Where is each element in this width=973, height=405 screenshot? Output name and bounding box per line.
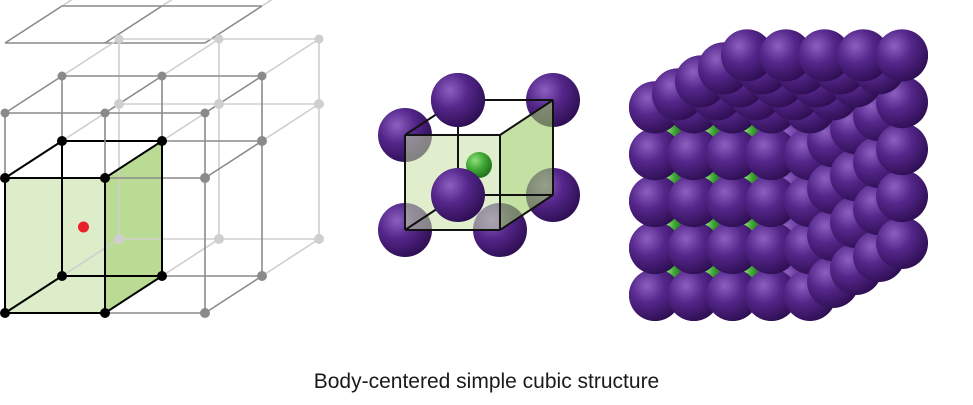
lattice-line <box>261 238 320 277</box>
unit-cell-atoms <box>378 73 580 257</box>
lattice-line <box>204 140 263 179</box>
lattice-point <box>200 308 210 318</box>
lattice-point <box>214 34 224 44</box>
large-atom <box>798 29 851 82</box>
lattice-point <box>100 108 110 118</box>
body-center-point <box>78 221 89 233</box>
lattice-point <box>257 136 267 146</box>
lattice-line <box>61 38 120 77</box>
crystal-packing <box>629 29 929 321</box>
large-atom <box>706 269 759 321</box>
lattice-line <box>4 75 63 114</box>
lattice-point <box>0 308 10 318</box>
lattice-point <box>114 99 124 109</box>
large-atom <box>745 128 798 181</box>
large-atom <box>629 269 681 321</box>
large-atom <box>721 29 773 82</box>
lattice-point <box>157 136 167 146</box>
lattice-point <box>314 34 324 44</box>
lattice-point <box>57 71 67 81</box>
lattice-point <box>100 173 110 183</box>
lattice-line <box>4 275 63 314</box>
lattice-point <box>214 99 224 109</box>
figure-caption: Body-centered simple cubic structure <box>313 370 660 393</box>
lattice-line <box>61 238 120 277</box>
lattice-line <box>261 38 320 77</box>
large-atom <box>667 269 720 321</box>
large-atom <box>629 175 681 228</box>
lattice-point <box>214 234 224 244</box>
unit-cell-side-face <box>500 100 553 230</box>
lattice-point <box>114 234 124 244</box>
lattice-line <box>104 75 163 114</box>
lattice-point <box>100 308 110 318</box>
large-atom <box>706 175 759 228</box>
lattice-point <box>157 271 167 281</box>
lattice-point <box>0 173 10 183</box>
lattice-line <box>104 5 163 44</box>
lattice-line <box>161 0 173 7</box>
lattice-line <box>61 0 73 7</box>
large-atom <box>759 29 812 82</box>
lattice-point <box>200 173 210 183</box>
lattice-line <box>261 103 320 142</box>
lattice-line <box>4 5 63 44</box>
lattice-line <box>161 38 220 77</box>
lattice-line <box>204 275 263 314</box>
large-atom <box>667 175 720 228</box>
corner-atom <box>431 73 485 127</box>
large-atom <box>706 222 759 275</box>
large-atom <box>629 222 681 275</box>
lattice-line <box>104 275 163 314</box>
lattice-line <box>261 0 273 7</box>
lattice-diagram <box>0 0 324 318</box>
lattice-point <box>57 271 67 281</box>
lattice-line <box>4 140 63 179</box>
corner-atom <box>431 168 485 222</box>
lattice-point <box>0 108 10 118</box>
lattice-point <box>114 34 124 44</box>
lattice-point <box>57 136 67 146</box>
large-atom <box>876 123 929 176</box>
unit-cell-edge <box>499 99 554 136</box>
large-atom <box>667 128 720 181</box>
lattice-point <box>314 234 324 244</box>
lattice-point <box>314 99 324 109</box>
unit-cell-front-face <box>5 178 105 313</box>
lattice-line <box>204 75 263 114</box>
lattice-line <box>104 140 163 179</box>
large-atom <box>876 217 929 269</box>
unit-cell-edge <box>499 194 554 231</box>
large-atom <box>837 29 890 82</box>
large-atom <box>629 128 681 181</box>
lattice-point <box>257 271 267 281</box>
lattice-point <box>257 71 267 81</box>
large-atom <box>745 175 798 228</box>
lattice-line <box>204 5 263 44</box>
large-atom <box>876 170 929 223</box>
large-atom <box>745 222 798 275</box>
lattice-point <box>157 71 167 81</box>
large-atom <box>876 29 929 82</box>
lattice-line <box>161 238 220 277</box>
unit-cell-side-face <box>105 141 162 313</box>
large-atom <box>667 222 720 275</box>
large-atom <box>706 128 759 181</box>
lattice-point <box>200 108 210 118</box>
large-atom <box>745 269 798 321</box>
center-atom <box>466 152 492 178</box>
